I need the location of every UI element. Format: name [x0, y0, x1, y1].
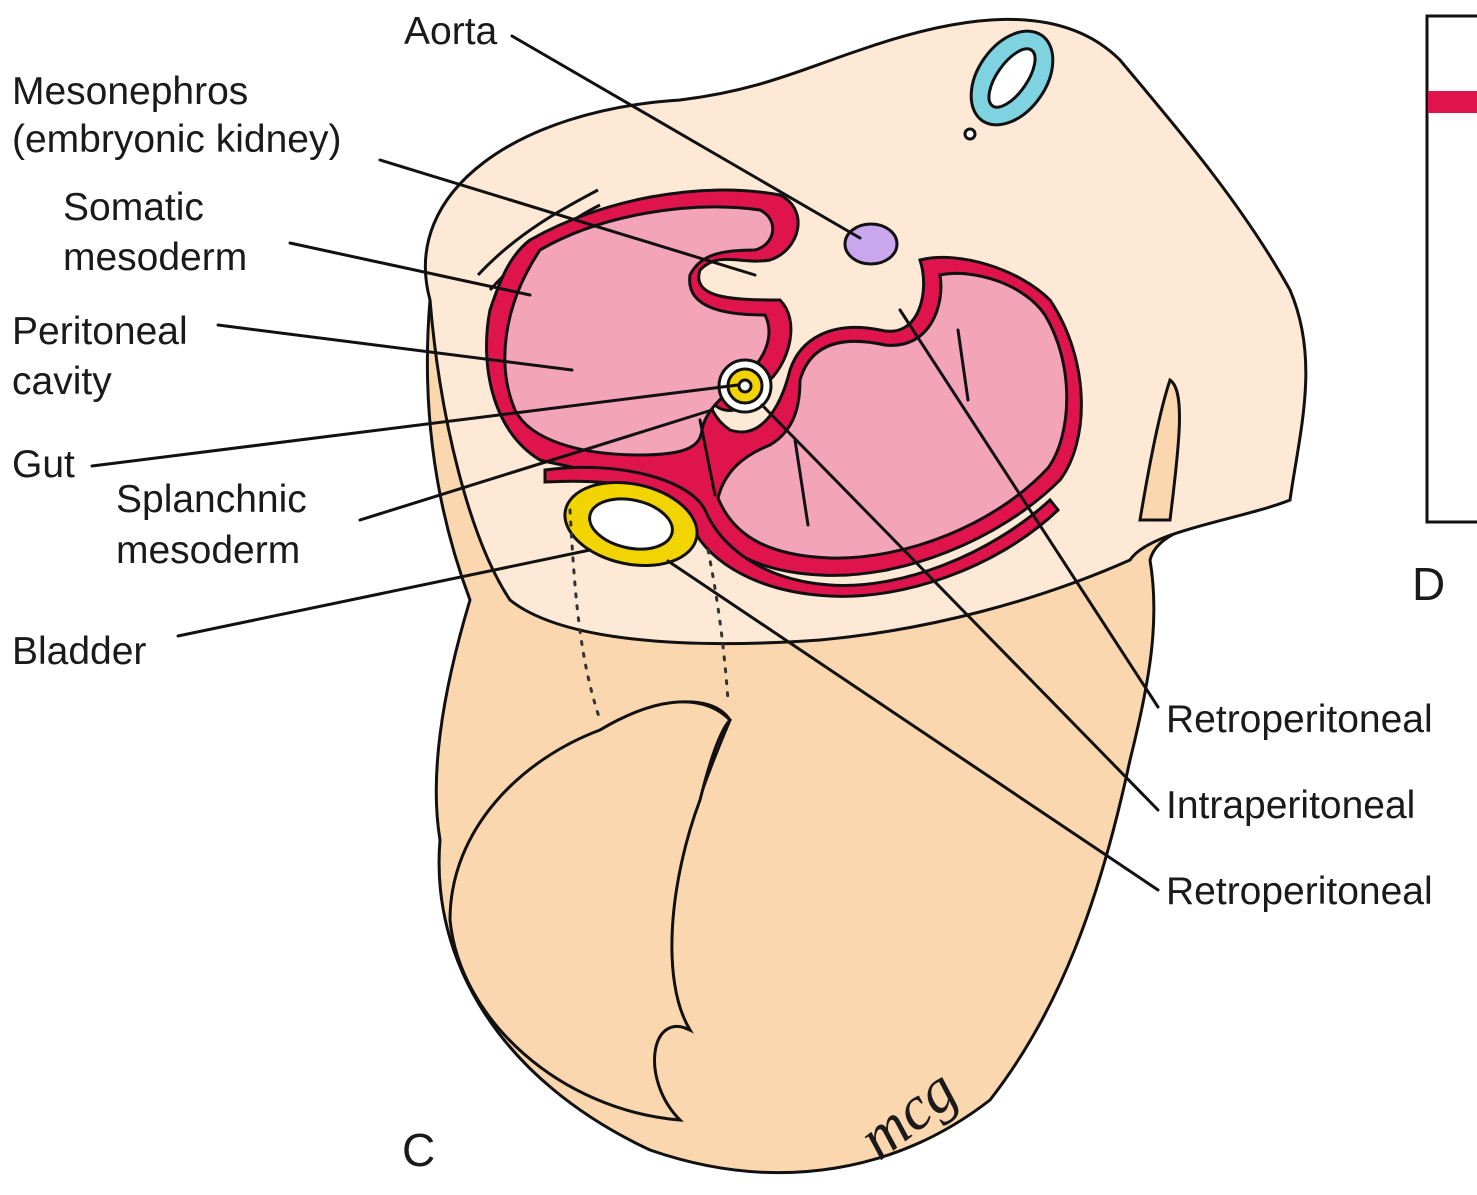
label-mesonephros-line2: (embryonic kidney) [12, 118, 341, 161]
small-dot [965, 129, 975, 139]
label-somatic-line1: Somatic [63, 186, 204, 229]
label-somatic-line2: mesoderm [63, 236, 247, 279]
panel-label-d: D [1412, 558, 1445, 610]
label-splanchnic-line1: Splanchnic [116, 478, 307, 521]
label-intraperitoneal: Intraperitoneal [1166, 784, 1415, 827]
label-mesonephros-line1: Mesonephros [12, 70, 248, 113]
label-aorta: Aorta [404, 10, 498, 53]
label-peritoneal-line1: Peritoneal [12, 310, 188, 353]
aorta [845, 224, 897, 264]
label-gut: Gut [12, 443, 75, 486]
panel-label-c: C [402, 1124, 435, 1176]
label-retroperitoneal-upper: Retroperitoneal [1166, 698, 1433, 741]
label-peritoneal-line2: cavity [12, 360, 112, 403]
label-splanchnic-line2: mesoderm [116, 529, 300, 572]
panel-d-red-band [1428, 91, 1477, 113]
label-retroperitoneal-lower: Retroperitoneal [1166, 870, 1433, 913]
gut-lumen [739, 380, 751, 392]
label-bladder: Bladder [12, 630, 146, 673]
